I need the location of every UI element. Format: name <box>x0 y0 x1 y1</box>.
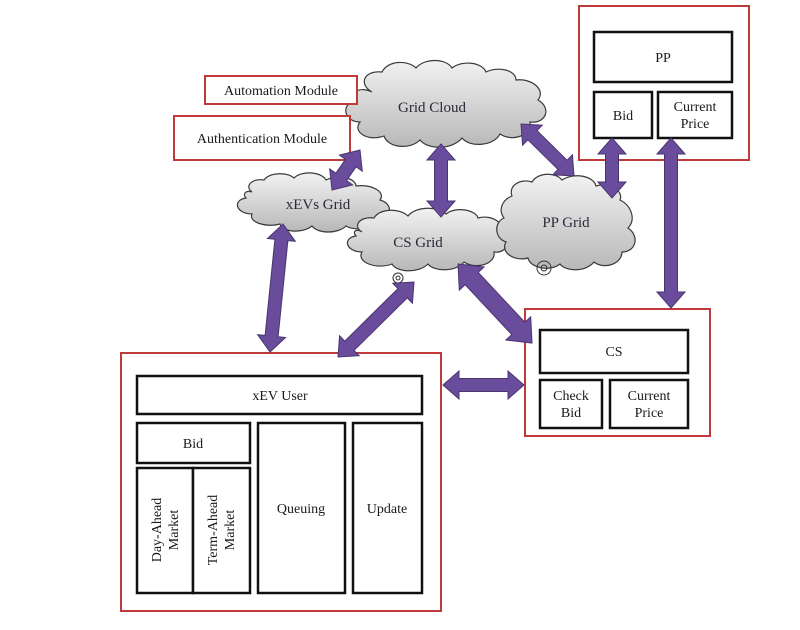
day-ahead-market-line2: Market <box>167 510 182 551</box>
arrow-gridcloud-xevsgrid <box>329 149 363 191</box>
day-ahead-market-box <box>135 466 195 595</box>
cloud-icon <box>346 207 508 272</box>
cs-grid-label: CS Grid <box>393 235 443 251</box>
pp-grid-label: PP Grid <box>542 215 590 231</box>
cs-grid-cloud: CS Grid <box>346 207 508 284</box>
pp-title-box <box>592 30 734 84</box>
cs-title: CS <box>605 345 622 360</box>
cs-current-price-line1: Current <box>628 389 671 404</box>
term-ahead-market-line1: Term-Ahead <box>206 495 221 566</box>
term-ahead-market-line2: Market <box>223 510 238 551</box>
xevs-grid-cloud: xEVs Grid <box>236 172 390 233</box>
xev-user-title-box <box>135 374 424 416</box>
day-ahead-market-line1: Day-Ahead <box>150 498 165 563</box>
cloud-icon <box>345 59 547 148</box>
cs-group: CS Check Bid Current Price <box>524 308 711 437</box>
update-box <box>351 421 424 595</box>
xev-bid-box <box>135 421 252 465</box>
arrow-csgrid-xevgroup <box>337 281 415 358</box>
pp-grid-cloud: PP Grid <box>496 173 636 276</box>
cs-title-box <box>538 328 690 375</box>
xevs-grid-label: xEVs Grid <box>286 197 351 213</box>
cs-check-bid-line2: Bid <box>561 406 581 421</box>
arrow-gridcloud-ppgrid <box>520 123 575 177</box>
grid-cloud: Grid Cloud <box>345 59 547 148</box>
automation-module-label: Automation Module <box>224 84 338 99</box>
xev-user-title: xEV User <box>252 389 308 404</box>
grid-cloud-label: Grid Cloud <box>398 100 466 116</box>
cs-check-bid-box <box>538 378 604 430</box>
arrow-ppgrid-ppbid <box>596 137 628 199</box>
pp-group: PP Bid Current Price <box>578 5 750 161</box>
arrow-csgrid-csgroup <box>457 263 533 344</box>
xev-user-group: xEV User Bid Day-Ahead Market Term-Ahead… <box>120 352 442 612</box>
update-label: Update <box>367 502 407 517</box>
arrow-ppprice-csgroup <box>655 137 687 309</box>
pp-bid-box <box>592 90 654 140</box>
cs-current-price-line2: Price <box>635 406 664 421</box>
queuing-box <box>256 421 347 595</box>
arrow-xevsgrid-xevgroup <box>256 223 297 353</box>
xev-bid-label: Bid <box>183 437 203 452</box>
cs-current-price-box <box>608 378 690 430</box>
cloud-icon <box>496 173 636 271</box>
pp-current-price-label-line2: Price <box>681 117 710 132</box>
queuing-label: Queuing <box>277 502 325 517</box>
pp-current-price-label-line1: Current <box>674 100 717 115</box>
arrow-xevgroup-csgroup <box>442 369 525 401</box>
authentication-module: Authentication Module <box>173 115 351 161</box>
authentication-module-label: Authentication Module <box>197 132 327 147</box>
arrow-gridcloud-csgrid <box>425 143 457 218</box>
pp-bid-label: Bid <box>613 109 633 124</box>
connection-arrows <box>256 123 687 401</box>
pp-title: PP <box>655 51 671 66</box>
cs-check-bid-line1: Check <box>553 389 589 404</box>
term-ahead-market-box <box>191 466 252 595</box>
automation-module: Automation Module <box>204 75 358 105</box>
pp-current-price-box <box>656 90 734 140</box>
